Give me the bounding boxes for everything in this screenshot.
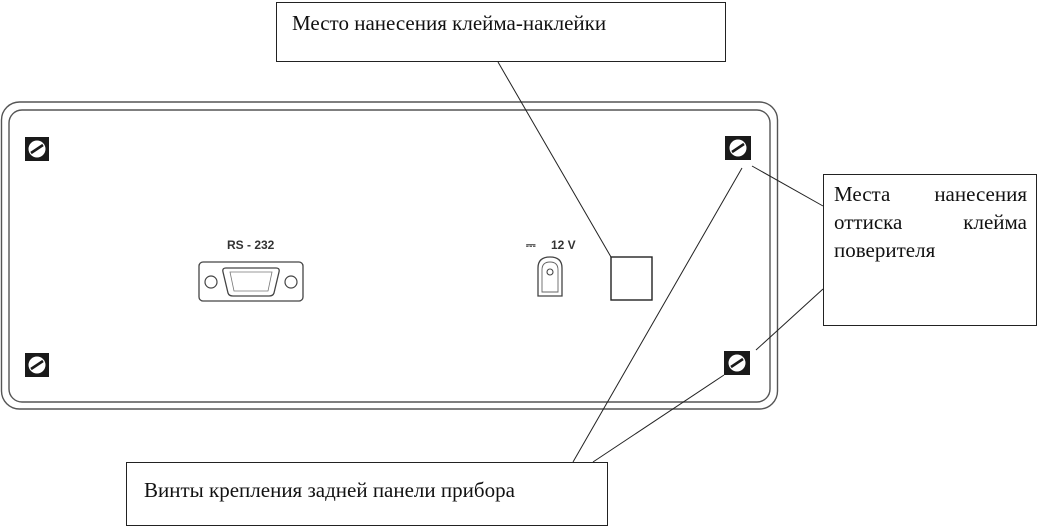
dc-symbol-label: ⎓ — [526, 238, 536, 252]
screw-head-icon — [25, 353, 49, 377]
seal-place-callout: Места нанесения оттиска клейма поверител… — [823, 174, 1037, 326]
power-voltage-label: 12 V — [551, 238, 576, 252]
db9-connector-icon — [198, 261, 304, 302]
leader-line-seal-bottom — [755, 288, 824, 351]
mounting-screws-callout: Винты крепления задней панели прибора — [126, 462, 608, 526]
sticker-place-callout: Место нанесения клейма-наклейки — [276, 2, 726, 62]
screw-head-icon — [725, 136, 751, 160]
leader-line-seal-top — [751, 165, 824, 207]
screw-head-icon — [25, 137, 49, 161]
sticker-area-icon — [610, 256, 653, 301]
seal-place-line: оттиска клейма — [834, 210, 1027, 234]
leader-line-screw-top — [572, 167, 743, 463]
panel-inner-frame — [8, 109, 771, 403]
sticker-place-text: Место нанесения клейма-наклейки — [292, 11, 607, 35]
panel-outer-frame — [0, 101, 779, 410]
leader-line-sticker — [497, 61, 612, 258]
seal-place-line: поверителя — [834, 238, 936, 262]
screw-head-icon — [724, 351, 750, 375]
seal-place-line: Места нанесения — [834, 182, 1027, 206]
leader-line-screw-bottom — [592, 374, 725, 463]
rs232-label: RS - 232 — [227, 238, 275, 252]
dc-power-jack-icon — [537, 256, 563, 297]
mounting-screws-text: Винты крепления задней панели прибора — [144, 478, 515, 502]
